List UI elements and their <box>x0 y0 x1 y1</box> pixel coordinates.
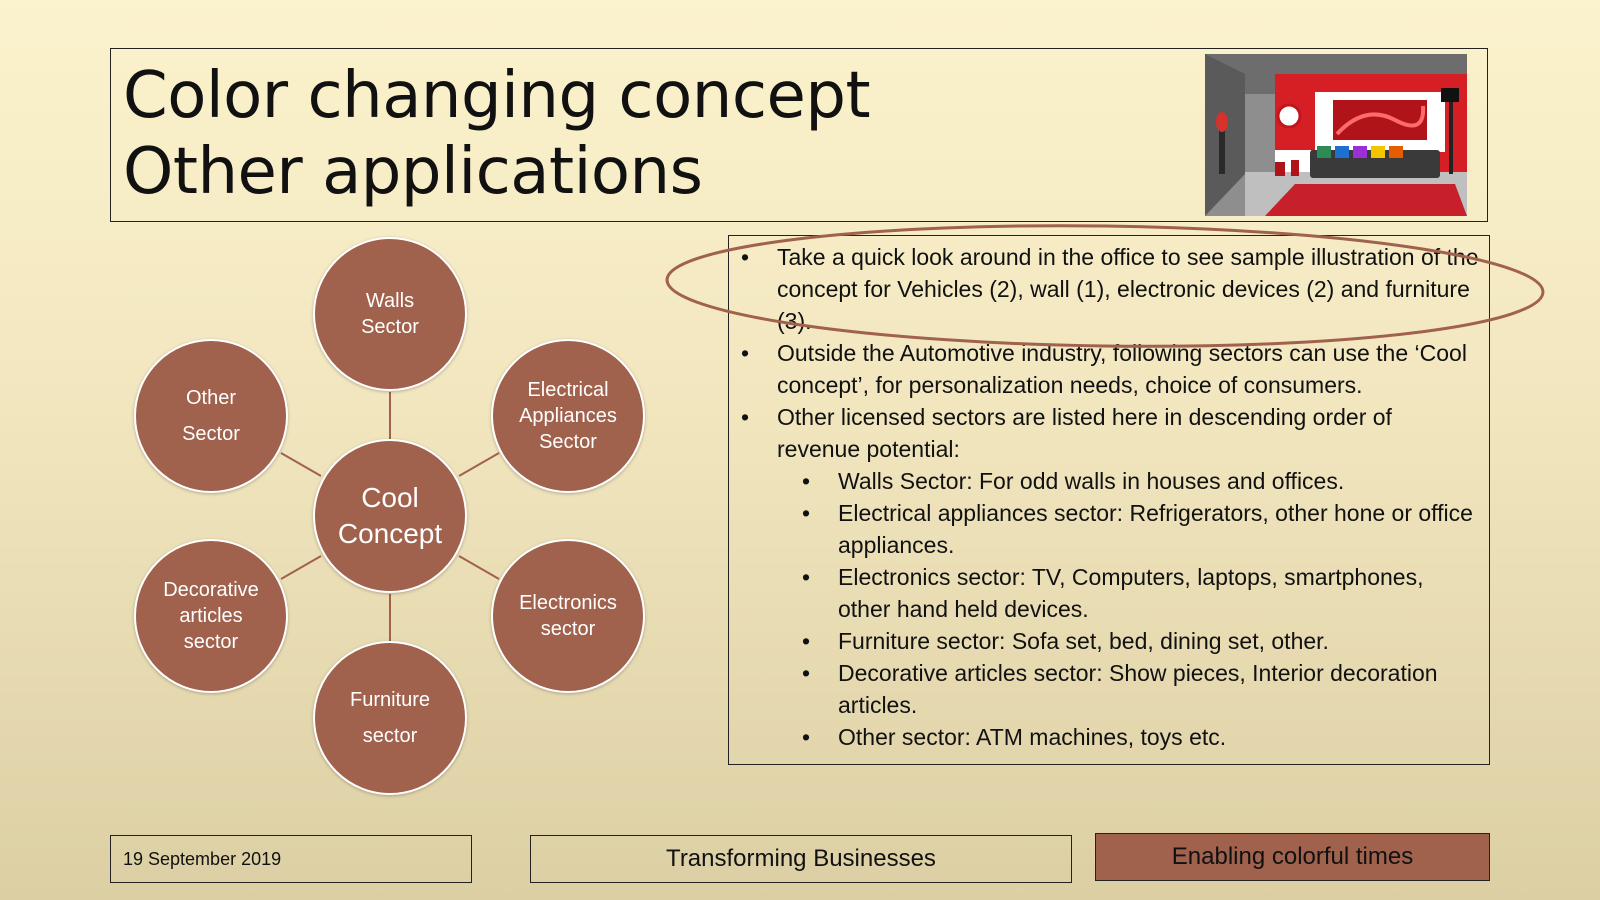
connector-other <box>280 452 322 477</box>
bullet-list: Take a quick look around in the office t… <box>729 241 1481 753</box>
highlight-ellipse <box>665 224 1545 348</box>
diagram-connectors <box>280 392 500 642</box>
connector-electrical <box>458 452 500 477</box>
connector-electronics <box>458 555 500 580</box>
slide-title-line2: Other applications <box>123 135 703 209</box>
node-electronics-sector: Electronics sector <box>491 539 645 693</box>
node-other-sector: Other Sector <box>134 339 288 493</box>
connector-decorative <box>280 555 322 580</box>
bullet-item: Take a quick look around in the office t… <box>729 241 1481 337</box>
node-decorative-articles-sector: Decorative articles sector <box>134 539 288 693</box>
living-room-photo-icon <box>1205 54 1467 216</box>
sub-bullet-item: Walls Sector: For odd walls in houses an… <box>729 465 1481 497</box>
footer-tagline: Transforming Businesses <box>530 835 1072 883</box>
bullet-item: Other licensed sectors are listed here i… <box>729 401 1481 465</box>
sub-bullet-item: Other sector: ATM machines, toys etc. <box>729 721 1481 753</box>
footer-slogan: Enabling colorful times <box>1095 833 1490 881</box>
title-box: Color changing concept Other application… <box>110 48 1488 222</box>
sub-bullet-item: Electronics sector: TV, Computers, lapto… <box>729 561 1481 625</box>
node-walls-sector: Walls Sector <box>313 237 467 391</box>
bullet-item: Outside the Automotive industry, followi… <box>729 337 1481 401</box>
sub-bullet-item: Electrical appliances sector: Refrigerat… <box>729 497 1481 561</box>
node-cool-concept: Cool Concept <box>313 439 467 593</box>
slide-title-line1: Color changing concept <box>123 59 871 133</box>
footer-date: 19 September 2019 <box>110 835 472 883</box>
cool-concept-diagram: Walls Sector Electrical Appliances Secto… <box>110 236 670 816</box>
sub-bullet-item: Furniture sector: Sofa set, bed, dining … <box>729 625 1481 657</box>
node-furniture-sector: Furniture sector <box>313 641 467 795</box>
node-electrical-appliances-sector: Electrical Appliances Sector <box>491 339 645 493</box>
bullet-text-box: Take a quick look around in the office t… <box>728 235 1490 765</box>
sub-bullet-item: Decorative articles sector: Show pieces,… <box>729 657 1481 721</box>
